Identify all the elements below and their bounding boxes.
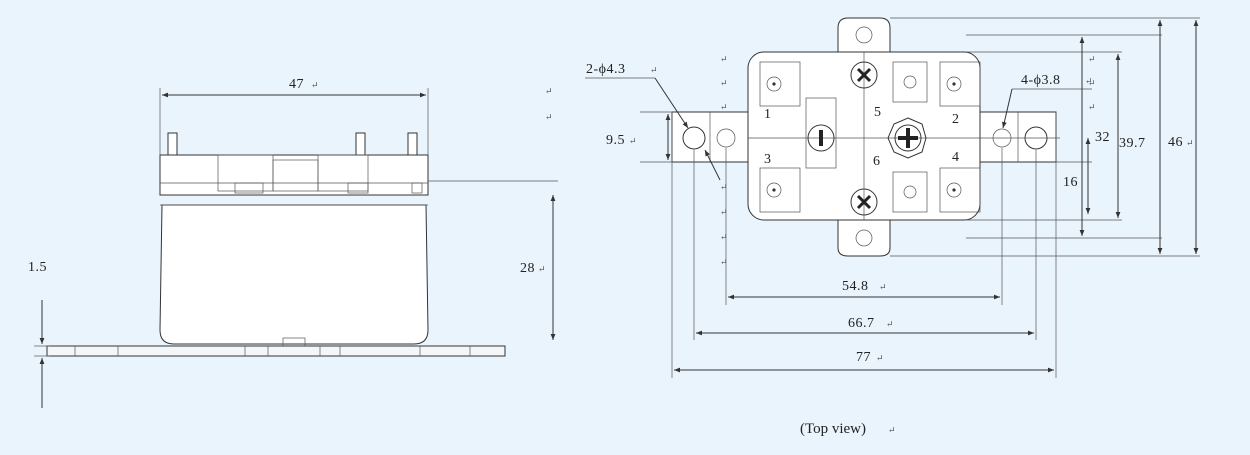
dim-32-label: 32 <box>1095 130 1110 145</box>
svg-text:↵: ↵ <box>311 80 319 90</box>
hole-small-label: 4-ϕ3.8 <box>1021 73 1061 88</box>
extension-lines-right <box>890 17 1200 257</box>
bottom-ear <box>837 217 891 257</box>
base-plate <box>46 345 506 357</box>
terminal-6: 6 <box>873 154 880 169</box>
return-mark: ↵ <box>720 78 728 88</box>
height-label: 28 <box>520 261 535 276</box>
dim-9-5: 9.5 ↵ <box>606 114 671 160</box>
side-view: 47 ↵ 28 ↵ 1.5 ↵ ↵ <box>28 77 558 408</box>
dim-77-label: 77 <box>856 350 871 365</box>
return-mark: ↵ <box>720 207 728 217</box>
return-mark: ↵ <box>720 257 728 267</box>
svg-text:↵: ↵ <box>888 425 896 435</box>
terminal-4: 4 <box>952 150 959 165</box>
svg-text:↵: ↵ <box>1186 138 1194 148</box>
dim-16-label: 16 <box>1063 175 1078 190</box>
dim-66-7-label: 66.7 <box>848 316 875 331</box>
svg-text:↵: ↵ <box>545 112 553 122</box>
dim-46: 46 ↵ <box>1157 20 1199 254</box>
dim-46-label: 46 <box>1168 135 1183 150</box>
top-ear <box>837 17 891 53</box>
return-marks: ↵ ↵ ↵ ↵ ↵ ↵ ↵ ↵ ↵ ↵ <box>720 54 1096 267</box>
leader-left-small <box>704 149 721 181</box>
hole-large-label: 2-ϕ4.3 <box>586 62 626 77</box>
terminal-pads <box>759 61 981 213</box>
svg-text:↵: ↵ <box>1085 76 1093 86</box>
dim-54-8-label: 54.8 <box>842 279 869 294</box>
dim-77: 77 ↵ <box>674 350 1054 373</box>
return-mark: ↵ <box>720 54 728 64</box>
svg-text:↵: ↵ <box>538 264 546 274</box>
left-large-hole <box>682 126 706 150</box>
housing-upper <box>159 154 429 196</box>
extension-lines-bottom <box>640 111 1057 378</box>
svg-text:↵: ↵ <box>545 86 553 96</box>
svg-text:↵: ↵ <box>879 282 887 292</box>
return-mark: ↵ <box>720 232 728 242</box>
dim-66-7: 66.7 ↵ <box>696 316 1034 336</box>
top-view-caption: (Top view) <box>800 421 866 437</box>
dim-39-7-label: 39.7 <box>1119 136 1146 151</box>
dim-width-47: 47 ↵ <box>159 77 429 155</box>
svg-text:↵: ↵ <box>876 353 884 363</box>
leader-small-hole: 4-ϕ3.8 ↵ <box>1002 73 1093 129</box>
return-mark: ↵ <box>720 182 728 192</box>
dim-54-8: 54.8 ↵ <box>728 279 1000 300</box>
svg-text:↵: ↵ <box>629 136 637 146</box>
return-mark: ↵ <box>1088 54 1096 64</box>
screws <box>807 61 927 216</box>
terminal-1: 1 <box>764 107 771 122</box>
dim-16: 16 <box>1063 138 1091 214</box>
leader-large-hole: 2-ϕ4.3 ↵ <box>585 62 689 129</box>
return-mark: ↵ <box>720 102 728 112</box>
dim-thickness-1-5: 1.5 <box>28 260 50 408</box>
dim-32: 32 <box>1079 37 1110 236</box>
thickness-label: 1.5 <box>28 260 47 275</box>
dim-height-28: 28 ↵ <box>520 195 556 340</box>
svg-text:↵: ↵ <box>886 319 894 329</box>
terminal-3: 3 <box>764 152 771 167</box>
dim-9-5-label: 9.5 <box>606 133 625 148</box>
dim-39-7: 39.7 <box>1115 54 1146 218</box>
width-label: 47 <box>289 77 304 92</box>
left-small-hole <box>716 128 736 148</box>
terminal-2: 2 <box>952 112 959 127</box>
return-mark: ↵ <box>1088 78 1096 88</box>
terminal-5: 5 <box>874 105 881 120</box>
return-mark: ↵ <box>1088 102 1096 112</box>
svg-text:↵: ↵ <box>650 65 658 75</box>
housing-body <box>159 204 429 345</box>
top-view: 1 2 3 4 5 6 9.5 <box>585 17 1200 437</box>
